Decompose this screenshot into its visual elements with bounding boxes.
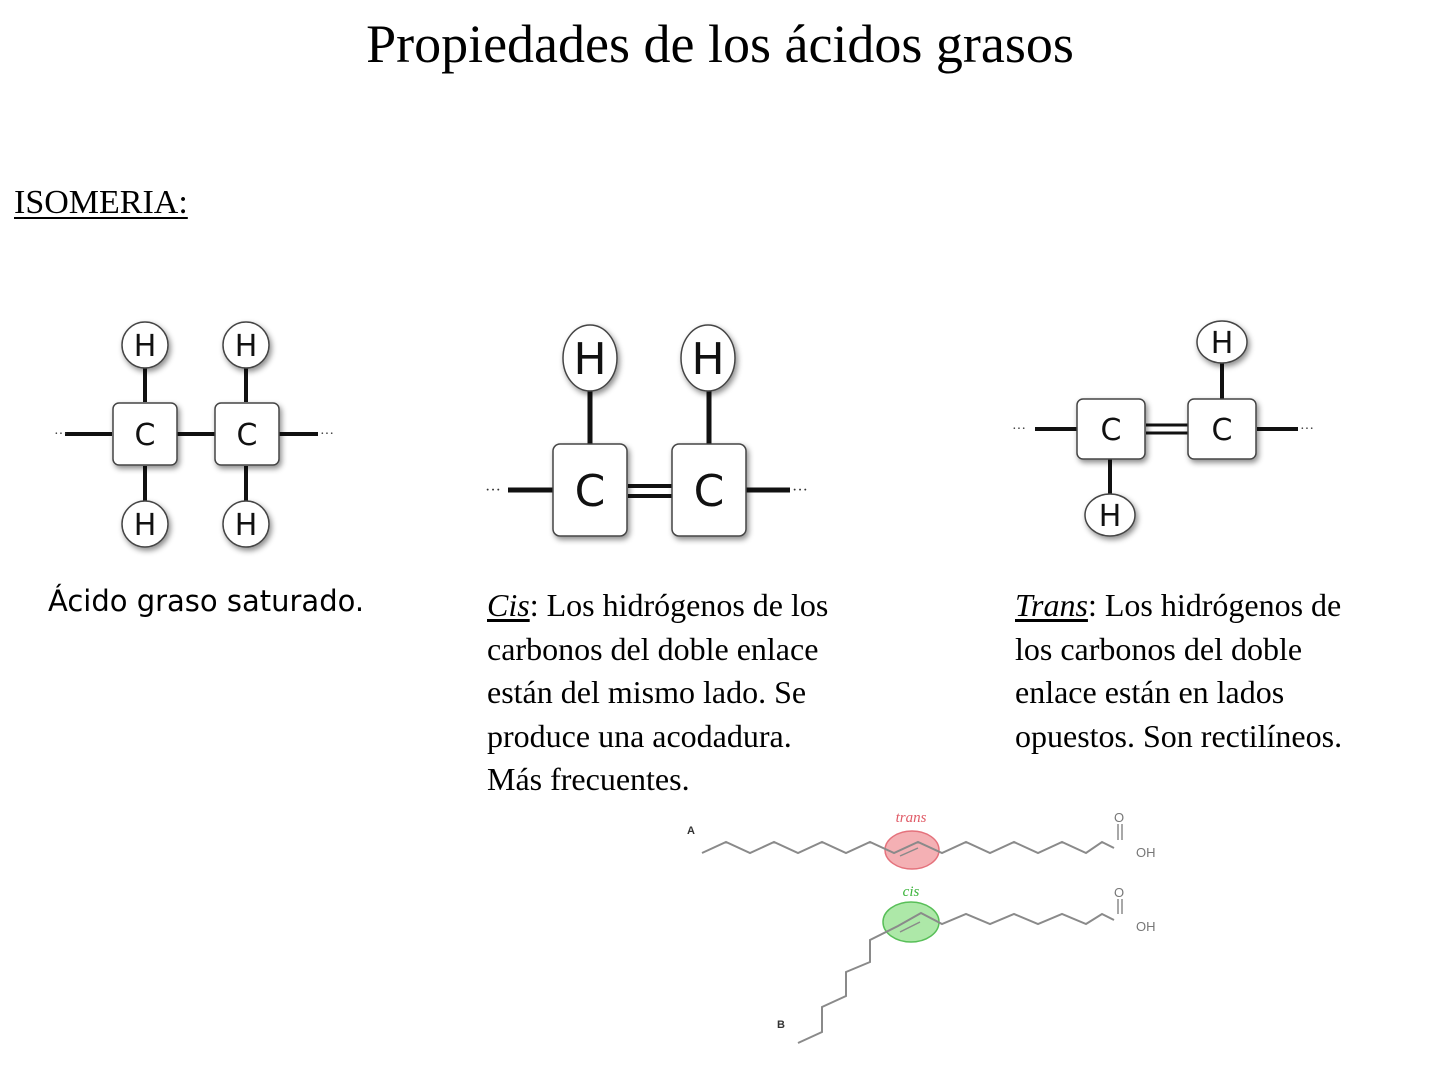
saturated-caption: Ácido graso saturado. <box>48 584 365 618</box>
cis-term: Cis <box>487 587 530 623</box>
hydrogen-atom: H <box>235 329 258 364</box>
trans-term: Trans <box>1015 587 1088 623</box>
oxygen-atom: O <box>1114 885 1124 900</box>
oxygen-atom: O <box>1114 810 1124 825</box>
skeletal-formula-figure: A B trans O OH O OH cis <box>687 810 1156 1044</box>
carbon-atom: C <box>135 418 156 453</box>
trans-isomer-diagram: ··· ··· C C H H <box>1012 320 1314 537</box>
hydrogen-atom: H <box>1211 326 1234 361</box>
section-heading-isomeria: ISOMERIA: <box>14 184 188 221</box>
cis-description: Cis: Los hidrógenos de los carbonos del … <box>487 587 829 797</box>
cis-isomer-diagram: ··· ··· C C H H <box>485 324 808 537</box>
ellipsis-right: ··· <box>320 427 334 442</box>
ellipsis-left: ··· <box>1012 422 1026 437</box>
hydroxyl-group: OH <box>1136 845 1156 860</box>
hydrogen-atom: H <box>134 508 157 543</box>
trans-description: Trans: Los hidrógenos de los carbonos de… <box>1015 587 1343 754</box>
trans-label: trans <box>896 810 927 826</box>
page-title: Propiedades de los ácidos grasos <box>366 14 1074 74</box>
carbon-atom: C <box>694 466 725 517</box>
hydrogen-atom: H <box>1099 499 1122 534</box>
saturated-fatty-acid-diagram: ··· ··· C C H H H H <box>54 321 334 548</box>
carbon-atom: C <box>237 418 258 453</box>
hydroxyl-group: OH <box>1136 919 1156 934</box>
hydrogen-atom: H <box>134 329 157 364</box>
hydrogen-atom: H <box>235 508 258 543</box>
ellipsis-right: ··· <box>1300 422 1314 437</box>
carbon-atom: C <box>1101 413 1122 448</box>
label-a: A <box>687 825 695 837</box>
carbon-atom: C <box>575 466 606 517</box>
ellipsis-left: ··· <box>54 427 68 442</box>
cis-label: cis <box>903 884 920 900</box>
ellipsis-left: ··· <box>485 482 501 499</box>
carbon-atom: C <box>1212 413 1233 448</box>
hydrogen-atom: H <box>691 334 724 385</box>
cis-highlight <box>882 901 940 943</box>
ellipsis-right: ··· <box>792 482 808 499</box>
hydrogen-atom: H <box>573 334 606 385</box>
label-b: B <box>777 1019 785 1031</box>
